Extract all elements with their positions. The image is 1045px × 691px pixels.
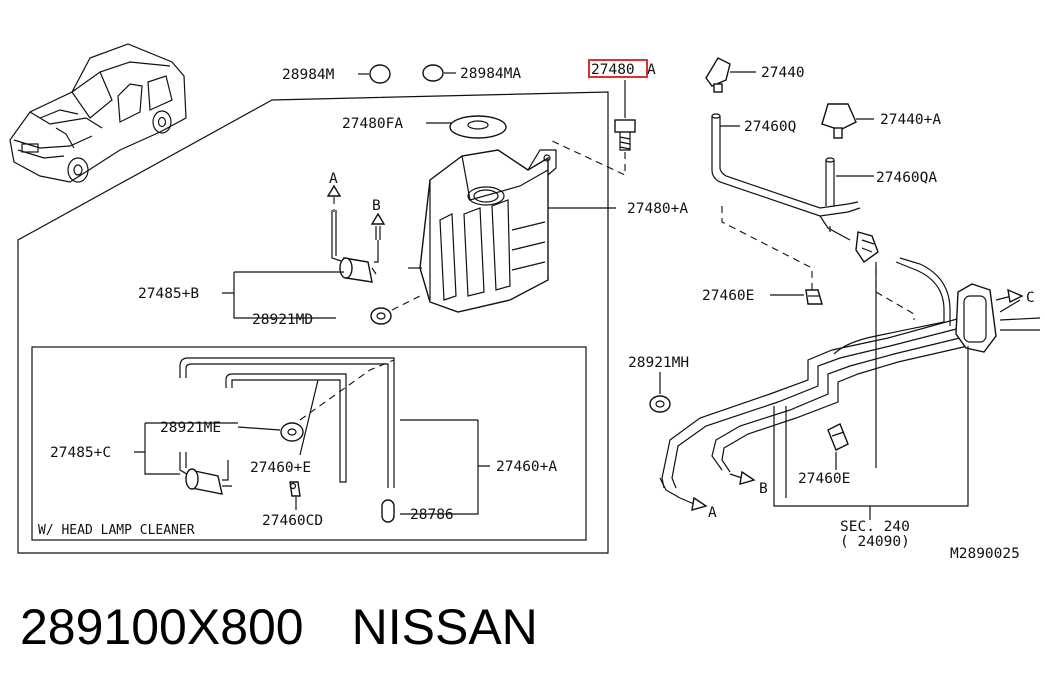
cap-28984M [358, 64, 391, 84]
label-27485B: 27485+B [138, 286, 199, 302]
label-27460E-plus: 27460+E [250, 460, 311, 476]
washer-tank [408, 149, 616, 313]
label-28921MH: 28921MH [628, 355, 689, 371]
label-sec-24090: ( 24090) [840, 534, 910, 550]
inset-title: W/ HEAD LAMP CLEANER [38, 523, 195, 538]
arrow-label-B-bottom: B [759, 481, 768, 497]
label-27460A-plus: 27460+A [496, 459, 557, 475]
grommet-28921ME [280, 422, 304, 442]
arrow-A-bottom [679, 496, 708, 511]
nozzle-27440A [821, 103, 874, 139]
clip-27460E [770, 289, 823, 305]
brand-name: NISSAN [351, 599, 538, 655]
main-assembly-frame [17, 91, 609, 554]
label-28984M: 28984M [282, 67, 335, 83]
clip-27460E-bottom [827, 423, 849, 451]
joint-28786 [381, 499, 395, 523]
label-28921ME: 28921ME [160, 420, 221, 436]
inset-hoses [179, 357, 395, 488]
label-27460QA: 27460QA [876, 170, 937, 186]
arrow-label-A-bottom: A [708, 505, 717, 521]
filler-cap-27480FA [426, 115, 507, 139]
arrow-label-A-top: A [329, 171, 338, 187]
nozzle-27440 [705, 57, 756, 93]
part-number: 289100X800 [20, 599, 304, 655]
arrow-label-C: C [1026, 290, 1035, 306]
vehicle-illustration [9, 43, 187, 183]
label-27440: 27440 [761, 65, 805, 81]
bolt-27480A [614, 84, 636, 151]
connector-27460E-top [855, 231, 879, 263]
arrow-C [995, 288, 1024, 304]
label-27480FA: 27480FA [342, 116, 403, 132]
label-sec-240: SEC. 240 [840, 519, 910, 535]
diagram-code: M2890025 [950, 546, 1020, 562]
pump-27485C [179, 452, 232, 495]
hose-27460QA [825, 157, 874, 206]
grommet-28921MH [649, 372, 671, 413]
head-lamp-cleaner-inset [31, 346, 587, 541]
label-27460E-bottom: 27460E [798, 471, 850, 487]
clip-27460CD [289, 481, 301, 497]
cap-28984MA [422, 64, 456, 82]
label-28921MD: 28921MD [252, 312, 313, 328]
grommet-28921MD [370, 295, 421, 325]
hose-27460Q [711, 113, 861, 241]
label-27480A: 27480+A [627, 201, 688, 217]
arrow-label-B-top: B [372, 198, 381, 214]
label-27480-suffix: A [647, 62, 656, 78]
washer-pump-27485B [326, 184, 386, 283]
hose-bundle [659, 257, 1041, 499]
highlight-box [588, 59, 648, 78]
label-27440A: 27440+A [880, 112, 941, 128]
label-28786: 28786 [410, 507, 454, 523]
arrow-B-bottom [729, 470, 756, 485]
grommet-large [955, 283, 997, 353]
label-27485C: 27485+C [50, 445, 111, 461]
part-caption: 289100X800 NISSAN [20, 598, 538, 656]
label-27460CD: 27460CD [262, 513, 323, 529]
label-27460Q: 27460Q [744, 119, 796, 135]
label-27460E: 27460E [702, 288, 754, 304]
label-27480-highlighted[interactable]: 27480 [591, 62, 635, 78]
label-28984MA: 28984MA [460, 66, 521, 82]
